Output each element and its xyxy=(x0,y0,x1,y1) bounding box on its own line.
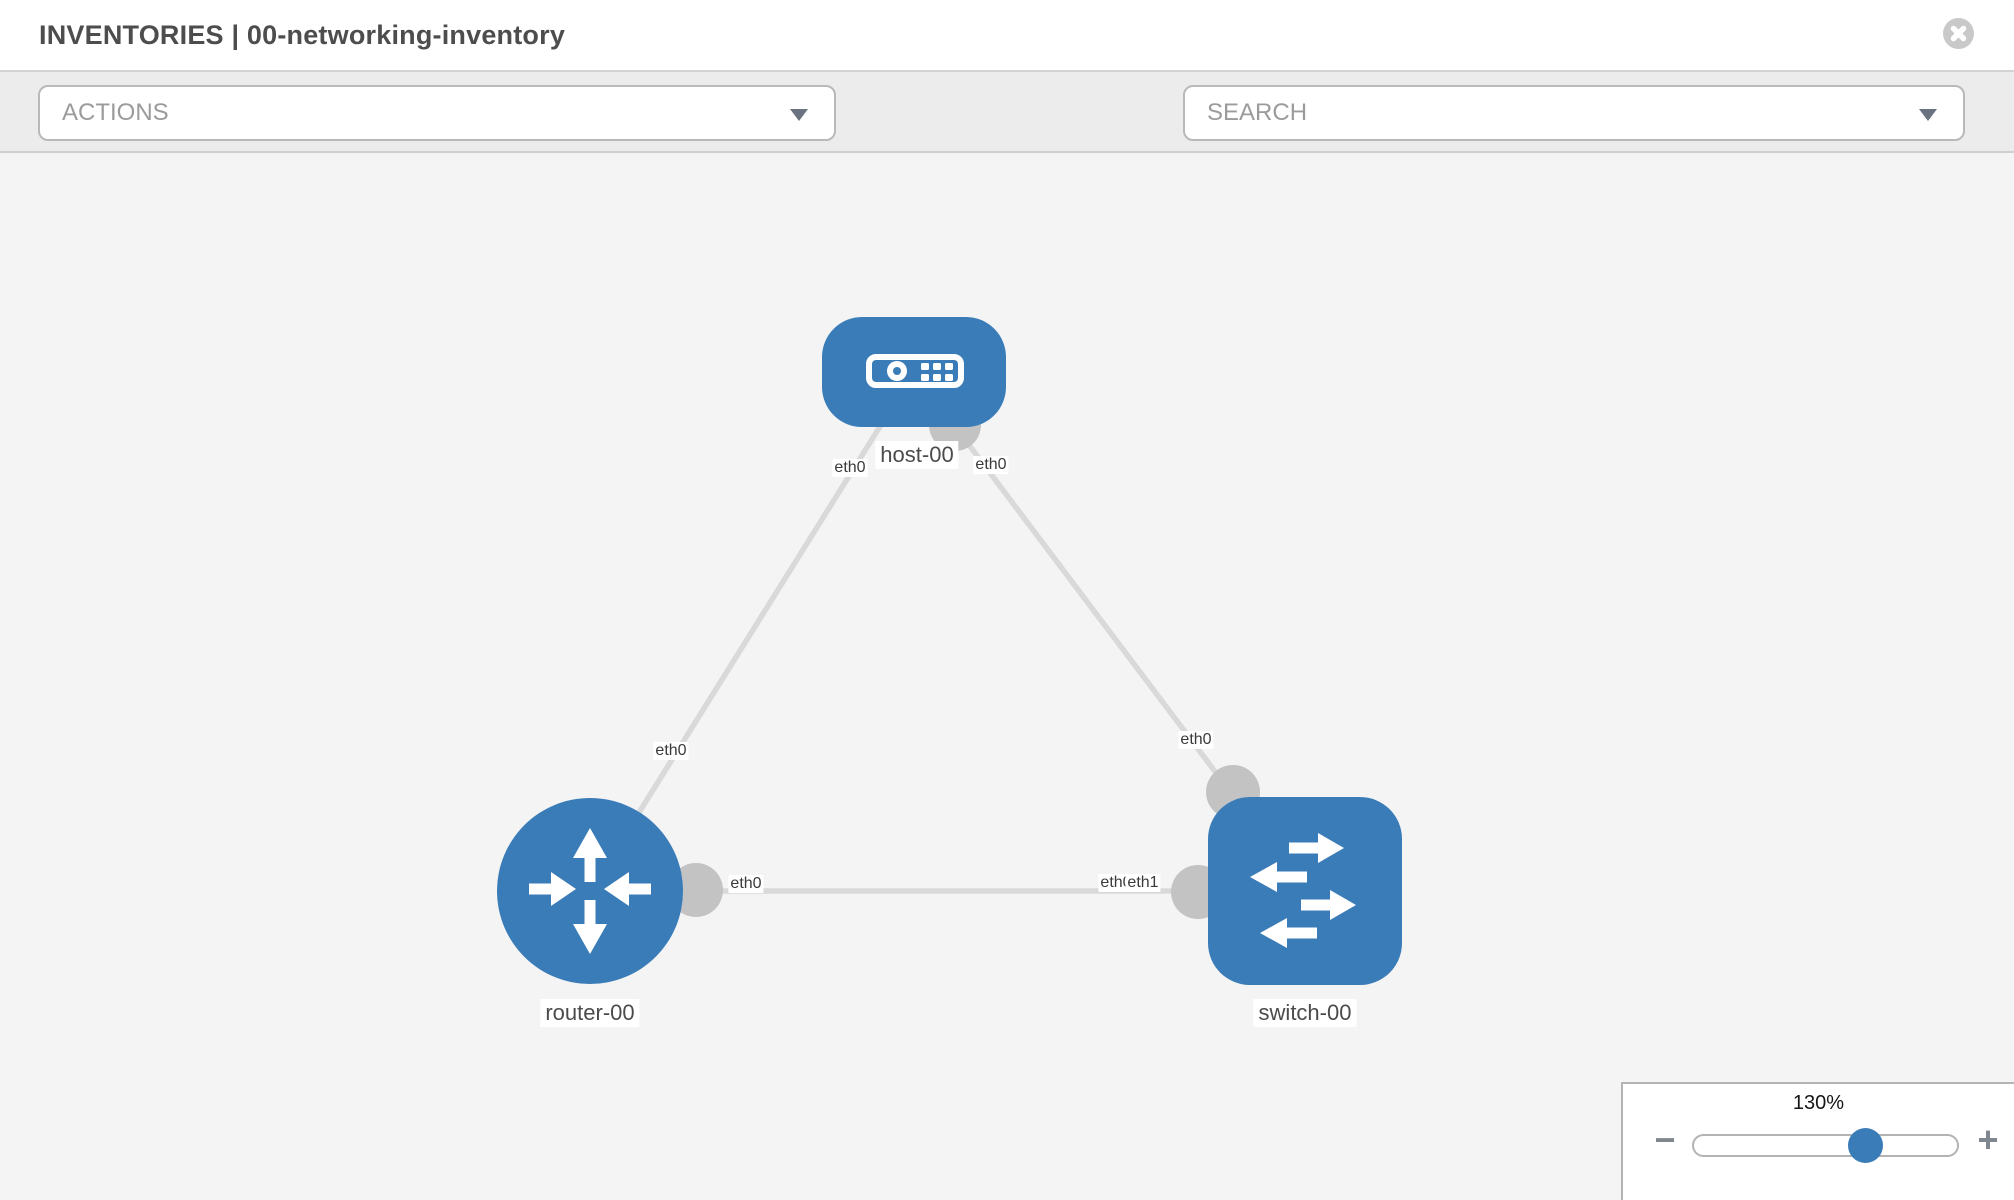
node-label-host: host-00 xyxy=(875,441,959,469)
switch-icon xyxy=(1250,833,1356,948)
zoom-slider-thumb[interactable] xyxy=(1848,1128,1883,1163)
topology-graph xyxy=(497,317,1402,985)
page-title: INVENTORIES | 00-networking-inventory xyxy=(39,20,566,50)
close-button[interactable] xyxy=(1943,18,1974,49)
host-icon xyxy=(866,354,964,388)
node-switch-00[interactable] xyxy=(1208,797,1402,985)
interface-label: eth0 xyxy=(1098,874,1134,892)
zoom-panel: 130% − + xyxy=(1621,1082,2014,1200)
close-icon xyxy=(1950,25,1967,42)
node-host-00[interactable] xyxy=(822,317,1006,427)
topology-canvas[interactable]: eth0 eth0 eth0 eth0 eth0 eth0 eth1 host-… xyxy=(0,153,2014,1200)
node-label-router: router-00 xyxy=(540,999,640,1027)
toolbar: ACTIONS SEARCH xyxy=(0,72,2014,206)
zoom-out-button[interactable]: − xyxy=(1654,1119,1676,1160)
chevron-down-icon xyxy=(790,109,808,121)
actions-dropdown[interactable]: ACTIONS xyxy=(38,85,836,141)
node-label-switch: switch-00 xyxy=(1253,999,1357,1027)
zoom-level: 130% xyxy=(1792,1092,1845,1114)
interface-label: eth0 xyxy=(653,742,689,760)
search-dropdown-label: SEARCH xyxy=(1207,99,1308,126)
search-dropdown[interactable]: SEARCH xyxy=(1183,85,1965,141)
actions-dropdown-label: ACTIONS xyxy=(62,99,169,126)
interface-label: eth0 xyxy=(728,875,764,893)
interface-label: eth1 xyxy=(1125,874,1161,892)
interface-label: eth0 xyxy=(973,456,1009,474)
router-icon xyxy=(529,828,651,954)
interface-label: eth0 xyxy=(1178,731,1214,749)
link-host-router[interactable] xyxy=(587,370,917,893)
chevron-down-icon xyxy=(1919,109,1937,121)
zoom-in-button[interactable]: + xyxy=(1977,1119,1999,1160)
node-router-00[interactable] xyxy=(497,798,683,984)
interface-label: eth0 xyxy=(832,459,868,477)
header: INVENTORIES | 00-networking-inventory xyxy=(0,0,2014,72)
interface-circle-router[interactable] xyxy=(669,863,723,917)
zoom-slider[interactable] xyxy=(1692,1134,1959,1157)
